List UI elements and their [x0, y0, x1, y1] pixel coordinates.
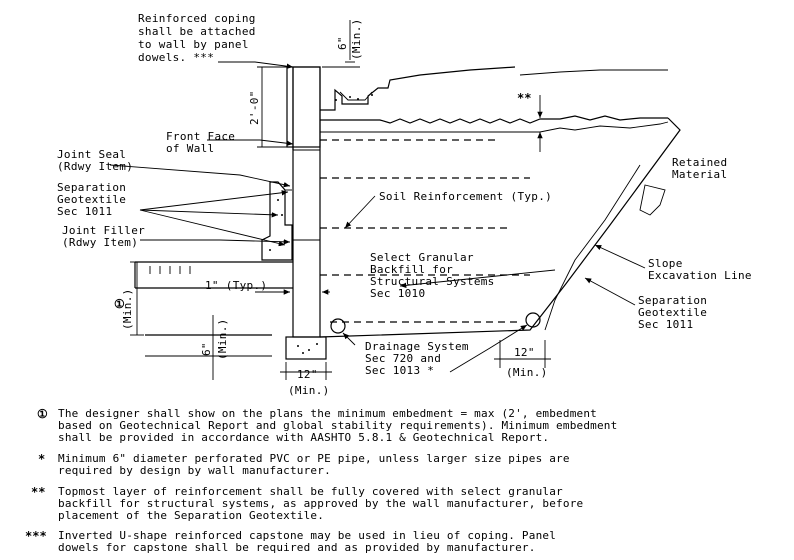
- svg-text:backfill for structural system: backfill for structural systems, as appr…: [58, 497, 583, 510]
- dimension-embedment: [130, 261, 144, 336]
- svg-text:*: *: [38, 452, 45, 466]
- excavation-line: [319, 117, 681, 338]
- drainage-system-label: Drainage System Sec 720 and Sec 1013 *: [365, 340, 469, 377]
- leveling-pad: [285, 336, 327, 360]
- twelve-right-label: 12": [514, 346, 535, 359]
- note-pipe: * Minimum 6" diameter perforated PVC or …: [38, 452, 570, 477]
- height-dim-label: 2'-0": [248, 90, 261, 125]
- drain-pipe-back: [525, 312, 541, 328]
- svg-text:***: ***: [25, 529, 47, 543]
- svg-text:Separation: Separation: [638, 294, 707, 307]
- svg-text:based on Geotechnical Report a: based on Geotechnical Report and global …: [58, 419, 617, 432]
- drain-pipe-front: [330, 318, 346, 334]
- svg-text:Reinforced coping: Reinforced coping: [138, 12, 256, 25]
- note-capstone: *** Inverted U-shape reinforced capstone…: [25, 529, 556, 554]
- retained-hatch: [639, 184, 666, 216]
- svg-text:Geotextile: Geotextile: [57, 193, 126, 206]
- svg-text:Joint Seal: Joint Seal: [57, 148, 126, 161]
- svg-text:(Rdwy Item): (Rdwy Item): [62, 236, 138, 249]
- leader-lines: [109, 61, 646, 373]
- dimension-coping-6in: [322, 20, 360, 68]
- general-notes: ① The designer shall show on the plans t…: [25, 407, 617, 554]
- one-inch-label: 1" (Typ.): [205, 279, 267, 292]
- svg-text:dowels. ***: dowels. ***: [138, 51, 214, 64]
- retained-material-label: Retained Material: [672, 156, 727, 181]
- joint-filler-label: Joint Filler (Rdwy Item): [62, 224, 145, 249]
- svg-text:Drainage System: Drainage System: [365, 340, 469, 353]
- pad-six-inch-label: 6": [200, 342, 213, 356]
- svg-text:Front Face: Front Face: [166, 130, 235, 143]
- pad-six-inch-min: (Min.): [216, 318, 229, 360]
- svg-text:Structural Systems: Structural Systems: [370, 275, 495, 288]
- note-topmost-layer: ** Topmost layer of reinforcement shall …: [31, 485, 583, 522]
- dimension-6in-pad: [207, 315, 219, 380]
- separation-geotextile-right-label: Separation Geotextile Sec 1011: [638, 294, 707, 331]
- twelve-right-min: (Min.): [506, 366, 548, 379]
- coping-label: Reinforced coping shall be attached to w…: [138, 12, 256, 64]
- svg-text:shall be attached: shall be attached: [138, 25, 256, 38]
- soil-reinforcement-label: Soil Reinforcement (Typ.): [379, 190, 552, 203]
- svg-text:Topmost layer of reinforcement: Topmost layer of reinforcement shall be …: [58, 485, 563, 498]
- coping-dim-label: 6": [336, 36, 349, 50]
- svg-text:Retained: Retained: [672, 156, 727, 169]
- svg-text:Material: Material: [672, 168, 727, 181]
- svg-text:Backfill for: Backfill for: [370, 263, 453, 276]
- svg-text:of Wall: of Wall: [166, 142, 214, 155]
- twelve-bottom-min: (Min.): [288, 384, 330, 397]
- svg-text:Sec 1010: Sec 1010: [370, 287, 425, 300]
- separation-geotextile-left-label: Separation Geotextile Sec 1011: [57, 181, 126, 218]
- twelve-bottom-label: 12": [297, 368, 318, 381]
- wall-panel: [292, 66, 321, 338]
- svg-text:Sec 720 and: Sec 720 and: [365, 352, 441, 365]
- pavement-surface: [134, 261, 293, 357]
- embedment-min-label: (Min.): [121, 288, 134, 330]
- svg-text:required by design by wall man: required by design by wall manufacturer.: [58, 464, 331, 477]
- svg-text:Joint Filler: Joint Filler: [62, 224, 145, 237]
- note-embedment: ① The designer shall show on the plans t…: [37, 407, 617, 444]
- front-face-label: Front Face of Wall: [166, 130, 235, 155]
- svg-text:①: ①: [37, 407, 48, 421]
- svg-text:Separation: Separation: [57, 181, 126, 194]
- dimension-12in-right: [494, 340, 551, 368]
- double-star-symbol: **: [517, 91, 531, 105]
- svg-text:Sec 1011: Sec 1011: [57, 205, 112, 218]
- svg-text:(Rdwy Item): (Rdwy Item): [57, 160, 133, 173]
- joint-seal-label: Joint Seal (Rdwy Item): [57, 148, 133, 173]
- svg-text:Sec 1013 *: Sec 1013 *: [365, 364, 434, 377]
- soil-reinforcement-layers: [320, 139, 530, 323]
- svg-text:Select Granular: Select Granular: [370, 251, 474, 264]
- svg-text:to wall by panel: to wall by panel: [138, 38, 249, 51]
- svg-text:Geotextile: Geotextile: [638, 306, 707, 319]
- backfill-top-line: [320, 69, 669, 133]
- coping-block: [286, 66, 321, 150]
- svg-text:Inverted U-shape reinforced ca: Inverted U-shape reinforced capstone may…: [58, 529, 556, 542]
- svg-text:The designer shall show on the: The designer shall show on the plans the…: [58, 407, 597, 420]
- dimension-12in-bottom: [280, 362, 332, 380]
- svg-text:Sec 1011: Sec 1011: [638, 318, 693, 331]
- coping-dim-min: (Min.): [350, 18, 363, 60]
- embedment-symbol: ①: [114, 297, 125, 311]
- gutter-section: [320, 66, 516, 111]
- dimension-2ft: [257, 66, 287, 148]
- slope-excavation-label: Slope Excavation Line: [648, 257, 752, 282]
- svg-text:Excavation Line: Excavation Line: [648, 269, 752, 282]
- svg-text:dowels for capstone shall be r: dowels for capstone shall be required an…: [58, 541, 536, 554]
- svg-text:**: **: [31, 485, 45, 499]
- select-granular-label: Select Granular Backfill for Structural …: [370, 251, 495, 300]
- svg-text:Slope: Slope: [648, 257, 683, 270]
- svg-text:shall be provided in accordanc: shall be provided in accordance with AAS…: [58, 431, 549, 444]
- svg-text:placement of the Separation Ge: placement of the Separation Geotextile.: [58, 509, 324, 522]
- svg-text:Minimum 6" diameter perforated: Minimum 6" diameter perforated PVC or PE…: [58, 452, 570, 465]
